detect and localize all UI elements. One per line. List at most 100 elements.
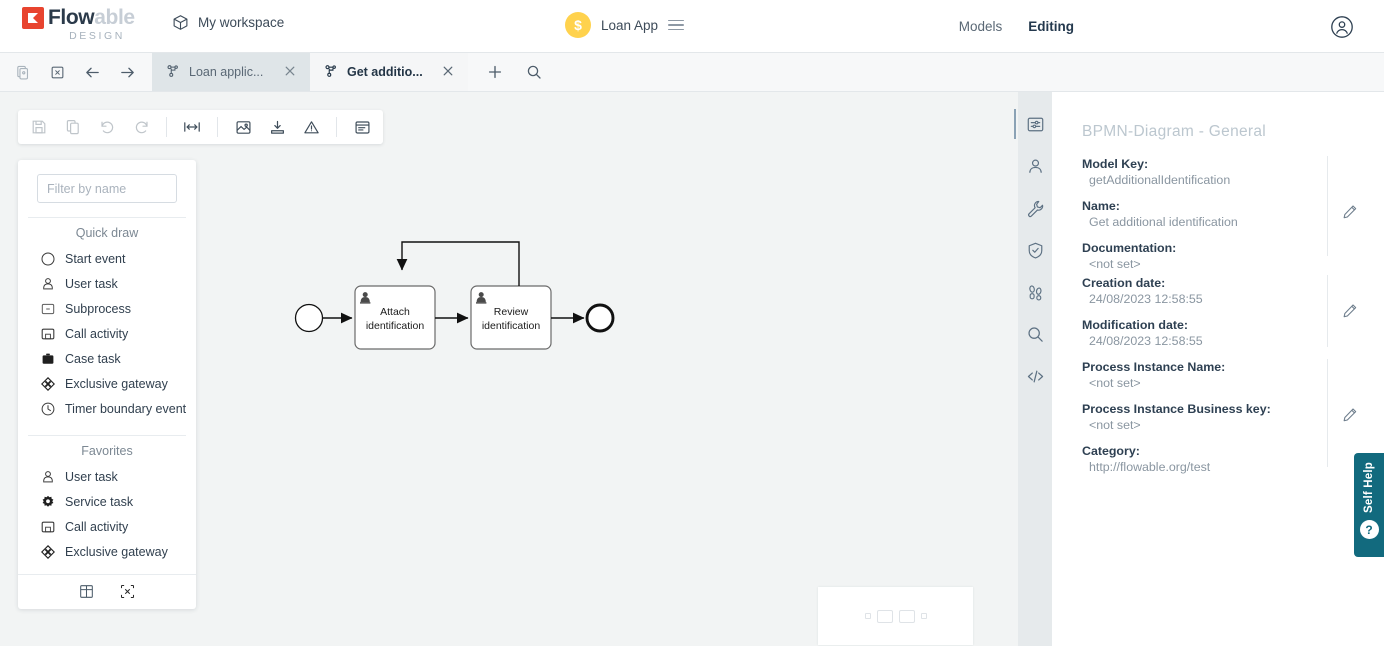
call-activity-icon: [40, 326, 55, 341]
exclusive-gateway-icon: [40, 544, 55, 559]
palette-item-start-event[interactable]: Start event: [18, 246, 196, 271]
palette-filter-input[interactable]: [37, 174, 177, 203]
bpmn-canvas[interactable]: Attach identification Review identificat…: [0, 92, 1018, 650]
cube-icon: [172, 14, 189, 31]
header-nav: Models Editing: [959, 0, 1384, 53]
fit-width-icon[interactable]: [183, 118, 201, 136]
palette-item-case-task[interactable]: Case task: [18, 346, 196, 371]
process-icon: [324, 64, 338, 81]
user-circle-icon[interactable]: [1330, 15, 1354, 39]
start-event-icon: [40, 251, 55, 266]
palette-fav-call-activity[interactable]: Call activity: [18, 514, 196, 539]
palette-item-timer-boundary-event[interactable]: Timer boundary event: [18, 396, 196, 421]
grid-view-icon[interactable]: [79, 584, 94, 599]
pencil-icon[interactable]: [1342, 204, 1358, 220]
palette-fav-exclusive-gateway[interactable]: Exclusive gateway: [18, 539, 196, 564]
property-row-process-instance-name: Process Instance Name: <not set>: [1082, 359, 1384, 392]
svg-text:Attach: Attach: [380, 306, 410, 318]
self-help-tab[interactable]: Self Help ?: [1354, 453, 1384, 557]
palette-item-user-task[interactable]: User task: [18, 271, 196, 296]
group-divider: [1327, 359, 1328, 467]
palette-item-label: Call activity: [65, 326, 129, 341]
tab-actions: [468, 53, 542, 91]
palette-section-title-favorites: Favorites: [81, 444, 133, 458]
logo-text-secondary: able: [94, 6, 135, 29]
tab-loan-application[interactable]: Loan applic...: [152, 53, 310, 91]
comments-icon[interactable]: [353, 118, 371, 136]
properties-group-process-instance: Process Instance Name: <not set> Process…: [1052, 359, 1384, 481]
wrench-icon[interactable]: [1023, 196, 1047, 220]
properties-panel: BPMN-Diagram - General Model Key: getAdd…: [1052, 92, 1384, 650]
property-value: Get additional identification: [1089, 215, 1238, 229]
tab-get-additional-identification[interactable]: Get additio...: [310, 53, 468, 91]
app-context[interactable]: $ Loan App: [565, 12, 685, 38]
palette-item-call-activity[interactable]: Call activity: [18, 321, 196, 346]
add-tab-icon[interactable]: [486, 64, 503, 81]
bpmn-task-attach: [354, 285, 436, 350]
property-value: <not set>: [1089, 257, 1141, 271]
validate-warning-icon[interactable]: [302, 118, 320, 136]
download-icon[interactable]: [268, 118, 286, 136]
property-row-name: Name: Get additional identification: [1082, 198, 1384, 231]
export-image-icon[interactable]: [234, 118, 252, 136]
model-tab-bar: Loan applic... Get additio...: [0, 53, 1384, 92]
property-row-process-instance-business-key: Process Instance Business key: <not set>: [1082, 401, 1384, 434]
nav-item-models[interactable]: Models: [958, 19, 1003, 34]
assignment-user-icon[interactable]: [1023, 154, 1047, 178]
property-value: getAdditionalIdentification: [1089, 173, 1231, 187]
redo-icon[interactable]: [132, 118, 150, 136]
flowable-logo[interactable]: Flowable DESIGN: [22, 7, 162, 42]
forward-arrow-icon[interactable]: [119, 64, 136, 81]
footprints-icon[interactable]: [1023, 280, 1047, 304]
case-task-icon: [40, 351, 55, 366]
shield-check-icon[interactable]: [1023, 238, 1047, 262]
tab-close-icon[interactable]: [284, 65, 296, 79]
palette-item-label: Timer boundary event: [65, 401, 187, 416]
property-row-documentation: Documentation: <not set>: [1082, 240, 1384, 273]
bottom-strip: [0, 646, 1384, 650]
workspace-selector[interactable]: My workspace: [172, 14, 284, 31]
diagram-minimap[interactable]: [818, 587, 973, 645]
palette-item-label: Exclusive gateway: [65, 544, 168, 559]
close-model-icon[interactable]: [49, 64, 66, 81]
back-arrow-icon[interactable]: [84, 64, 101, 81]
copy-icon[interactable]: [64, 118, 82, 136]
palette-fav-service-task[interactable]: Service task: [18, 489, 196, 514]
palette-item-label: Case task: [65, 351, 121, 366]
property-label: Process Instance Business key:: [1082, 402, 1271, 416]
property-label: Creation date:: [1082, 276, 1166, 290]
tab-label: Loan applic...: [189, 65, 264, 79]
search-icon[interactable]: [525, 64, 542, 81]
property-label: Modification date:: [1082, 318, 1189, 332]
search-icon[interactable]: [1023, 322, 1047, 346]
palette-fav-user-task[interactable]: User task: [18, 464, 196, 489]
pencil-icon[interactable]: [1342, 407, 1358, 423]
save-icon[interactable]: [30, 118, 48, 136]
tab-close-icon[interactable]: [442, 65, 454, 79]
service-task-icon: [40, 494, 55, 509]
duplicate-model-icon[interactable]: [14, 64, 31, 81]
undo-icon[interactable]: [98, 118, 116, 136]
property-label: Model Key:: [1082, 157, 1149, 171]
workspace-label: My workspace: [198, 15, 285, 30]
call-activity-icon: [40, 519, 55, 534]
toolbar-divider: [217, 117, 218, 137]
properties-group-general: Model Key: getAdditionalIdentification N…: [1052, 156, 1384, 275]
palette-item-subprocess[interactable]: Subprocess: [18, 296, 196, 321]
collapse-palette-icon[interactable]: [120, 584, 135, 599]
palette-item-label: User task: [65, 276, 118, 291]
palette-item-exclusive-gateway[interactable]: Exclusive gateway: [18, 371, 196, 396]
properties-panel-icon[interactable]: [1014, 109, 1047, 139]
hamburger-icon[interactable]: [668, 19, 685, 31]
property-row-category: Category: http://flowable.org/test: [1082, 443, 1384, 476]
toolbar-divider: [166, 117, 167, 137]
user-task-icon: [40, 276, 55, 291]
bpmn-task-review: [470, 285, 552, 350]
palette-divider: [28, 217, 186, 218]
bpmn-end-event: [585, 303, 615, 333]
palette-section-title-quick-draw: Quick draw: [75, 226, 139, 240]
tab-tools: [0, 53, 136, 91]
nav-item-editing[interactable]: Editing: [1028, 19, 1074, 34]
pencil-icon[interactable]: [1342, 303, 1358, 319]
code-icon[interactable]: [1023, 364, 1047, 388]
